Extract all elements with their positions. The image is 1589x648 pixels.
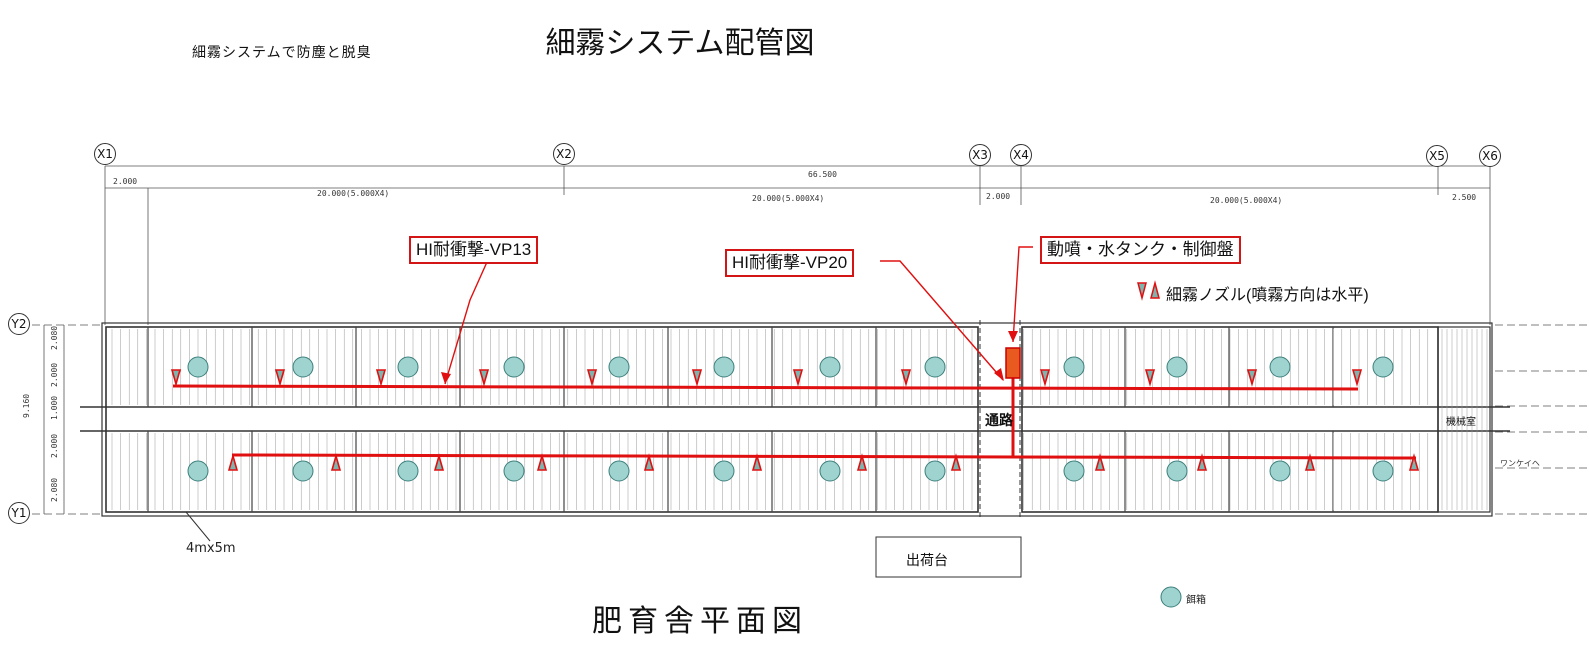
feeder-circle bbox=[292, 356, 314, 378]
feeder-circle bbox=[187, 460, 209, 482]
dimension-bay-1: 20.000(5.000X4) bbox=[317, 189, 390, 198]
dimension-row: 2.000 bbox=[50, 433, 59, 458]
dimension-row: 2.080 bbox=[50, 477, 59, 502]
nozzle-up bbox=[643, 453, 655, 471]
nozzle-up bbox=[330, 453, 342, 471]
feeder-circle bbox=[924, 460, 946, 482]
pen-dividers bbox=[147, 327, 1334, 512]
legend-feeder-symbol bbox=[1160, 586, 1182, 608]
nozzle-up bbox=[433, 453, 445, 471]
grid-x1: X1 bbox=[94, 143, 116, 165]
feeder-circle bbox=[713, 460, 735, 482]
feeder-circle bbox=[819, 460, 841, 482]
feeder-circle bbox=[1063, 356, 1085, 378]
legend-feeder-label: 餌箱 bbox=[1186, 595, 1206, 606]
feeder-circle bbox=[1372, 460, 1394, 482]
grid-y1: Y1 bbox=[8, 502, 30, 524]
nozzle-down bbox=[1144, 369, 1156, 387]
nozzle-up bbox=[536, 453, 548, 471]
feeder-circle bbox=[503, 356, 525, 378]
feeder-circle bbox=[292, 460, 314, 482]
feeder-circle bbox=[1372, 356, 1394, 378]
dimension-total: 66.500 bbox=[808, 170, 837, 179]
diagram-title: 細霧システム配管図 bbox=[545, 26, 815, 61]
dimension-first: 2.000 bbox=[113, 177, 138, 186]
pipe-vp20-callout: HI耐衝撃-VP20 bbox=[725, 249, 855, 277]
feeder-circle bbox=[819, 356, 841, 378]
dimension-bay-2: 20.000(5.000X4) bbox=[752, 194, 825, 203]
feeder-circle bbox=[713, 356, 735, 378]
nozzle-down bbox=[478, 369, 490, 387]
nozzle-down bbox=[1351, 369, 1363, 387]
dimension-row: 2.080 bbox=[50, 325, 59, 350]
leader-arrowheads bbox=[441, 331, 1018, 384]
nozzle-down bbox=[375, 369, 387, 387]
pen-size-label: 4mx5m bbox=[186, 541, 236, 556]
legend-nozzle-label: 細霧ノズル(噴霧方向は水平) bbox=[1166, 287, 1369, 304]
feeder-circle bbox=[397, 356, 419, 378]
dimension-last: 2.500 bbox=[1452, 193, 1477, 202]
nozzle-up bbox=[1408, 453, 1420, 471]
nozzle-down bbox=[691, 369, 703, 387]
feeder-circle bbox=[503, 460, 525, 482]
pump-unit-box bbox=[1005, 347, 1021, 379]
dimension-gap: 2.000 bbox=[986, 192, 1011, 201]
passage-label: 通路 bbox=[985, 413, 1013, 429]
nozzle-down bbox=[586, 369, 598, 387]
machine-room-label: 機械室 bbox=[1446, 417, 1476, 428]
nozzle-down bbox=[1246, 369, 1258, 387]
feeders bbox=[187, 356, 1394, 482]
pump-unit-callout: 動噴・水タンク・制御盤 bbox=[1040, 236, 1241, 264]
nozzle-up bbox=[751, 453, 763, 471]
nozzle-down bbox=[792, 369, 804, 387]
nozzle-up bbox=[1094, 453, 1106, 471]
nozzle-up bbox=[227, 453, 239, 471]
diagram-subtitle: 細霧システムで防塵と脱臭 bbox=[192, 45, 372, 61]
building-outline bbox=[80, 320, 1510, 578]
nozzle-down bbox=[170, 369, 182, 387]
nozzle-down bbox=[274, 369, 286, 387]
nozzle-up bbox=[856, 453, 868, 471]
feeder-circle bbox=[608, 460, 630, 482]
feeder-circle bbox=[924, 356, 946, 378]
grid-x4: X4 bbox=[1010, 144, 1032, 166]
dimension-lines bbox=[20, 165, 1589, 515]
shipping-platform-label: 出荷台 bbox=[906, 553, 948, 569]
nozzle-up bbox=[1196, 453, 1208, 471]
nozzle-down bbox=[900, 369, 912, 387]
grid-y2: Y2 bbox=[8, 313, 30, 335]
feeder-circle bbox=[1269, 356, 1291, 378]
dimension-bay-3: 20.000(5.000X4) bbox=[1210, 196, 1283, 205]
dimension-row: 1.000 bbox=[50, 395, 59, 420]
pipe-vp13-callout: HI耐衝撃-VP13 bbox=[409, 236, 539, 264]
feeder-circle bbox=[1166, 460, 1188, 482]
grid-x3: X3 bbox=[969, 144, 991, 166]
floor-slats bbox=[111, 329, 1488, 510]
feeder-circle bbox=[608, 356, 630, 378]
feeder-circle bbox=[1166, 356, 1188, 378]
feeder-circle bbox=[1269, 460, 1291, 482]
pen-size-pointer bbox=[185, 511, 211, 542]
grid-x6: X6 bbox=[1479, 145, 1501, 167]
feeder-circle bbox=[397, 460, 419, 482]
nozzle-up bbox=[1304, 453, 1316, 471]
feeder-circle bbox=[187, 356, 209, 378]
plan-title: 肥育舎平面図 bbox=[592, 604, 808, 639]
nozzle-down bbox=[1039, 369, 1051, 387]
feeder-circle bbox=[1063, 460, 1085, 482]
mist-nozzles bbox=[170, 369, 1420, 471]
nozzle-up bbox=[950, 453, 962, 471]
dimension-row: 2.000 bbox=[50, 362, 59, 387]
grid-x2: X2 bbox=[553, 143, 575, 165]
dimension-height-total: 9.160 bbox=[22, 393, 31, 418]
grid-x5: X5 bbox=[1426, 145, 1448, 167]
legend-nozzle-symbols bbox=[1137, 280, 1160, 301]
wankei-label: ワンケイヘ bbox=[1500, 459, 1540, 468]
mist-pipes bbox=[172, 246, 1417, 460]
